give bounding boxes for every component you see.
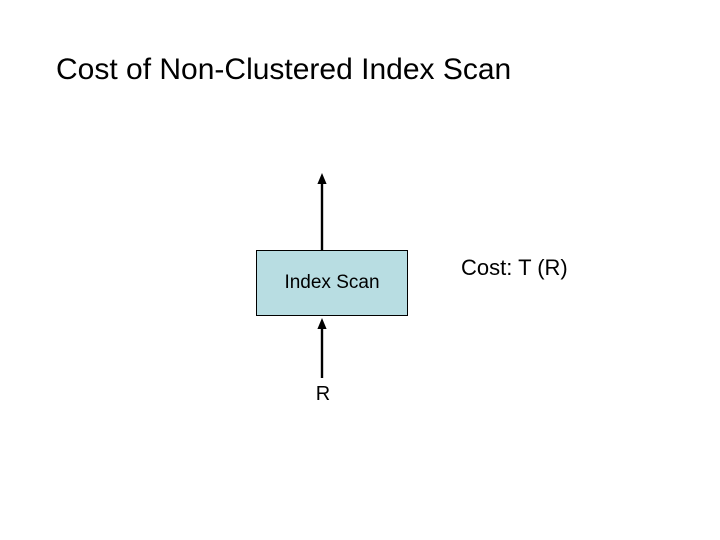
relation-label-r: R [315,383,331,405]
operator-node-index-scan[interactable]: Index Scan [256,250,408,316]
page-title: Cost of Non-Clustered Index Scan [56,53,512,86]
input-arrow-icon [317,318,327,378]
cost-annotation: Cost: T (R) [461,255,568,280]
output-arrow-icon [317,173,327,250]
operator-node-label: Index Scan [284,272,380,293]
